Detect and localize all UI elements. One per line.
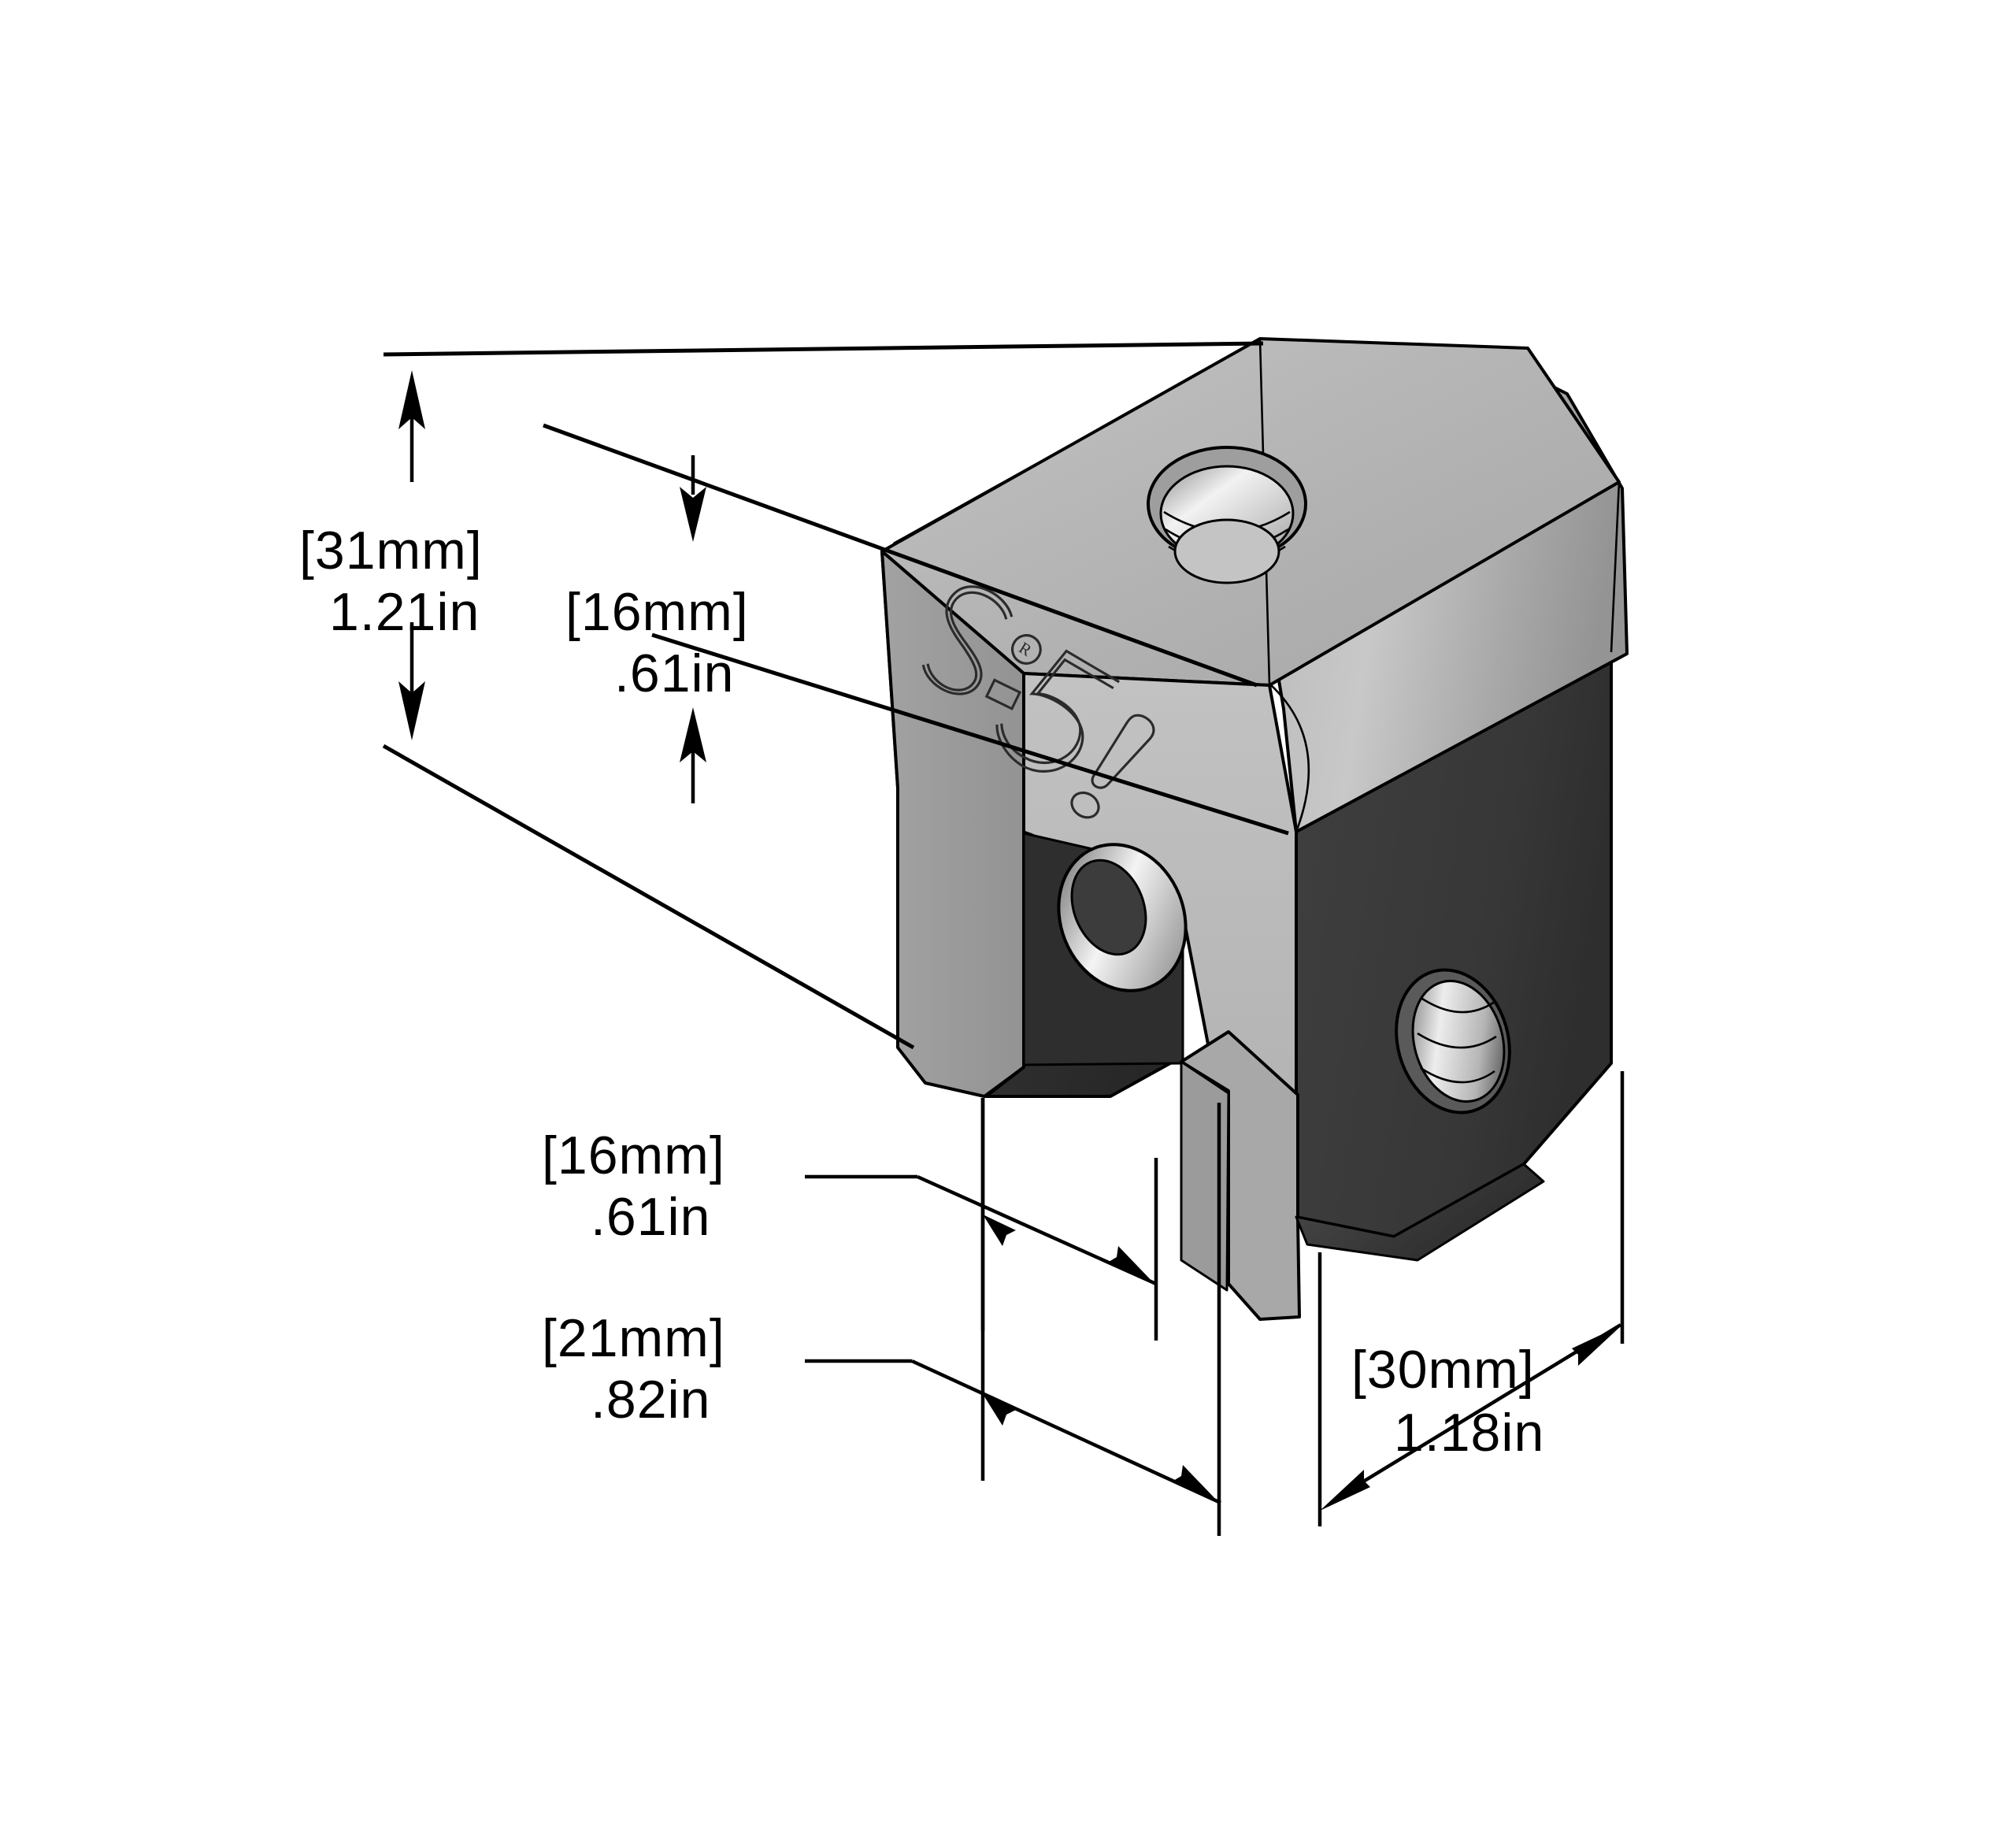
overall-width-dimension: [21mm] .82in (542, 1098, 1221, 1536)
clamp-parting-line-top (1023, 672, 1270, 687)
inner-bore (1057, 843, 1188, 992)
overall-height-dimension: [31mm] 1.21in (299, 341, 1264, 1050)
clamp-lower-jaw-inner (1180, 1060, 1230, 1292)
width-dimline (911, 1359, 1221, 1505)
width-in-label: .82in (591, 1370, 710, 1430)
top-threaded-hole (1147, 446, 1307, 584)
depth-dimline (1337, 1323, 1622, 1498)
thickness-arrow-down (680, 487, 706, 542)
thickness-upper-leader (543, 423, 1258, 688)
depth-arrow-upper-right (1572, 1325, 1622, 1366)
overall-depth-dimension: [30mm] 1.18in (1317, 1071, 1625, 1526)
clamp-3d-model: R (880, 337, 1629, 1321)
height-arrow-down (398, 681, 425, 740)
width-arrow-right (1173, 1465, 1221, 1504)
width-arrow-left (983, 1394, 1016, 1426)
width-mm-label: [21mm] (542, 1308, 725, 1368)
clamp-corner-radius-line (1269, 683, 1310, 833)
height-lower-leader (382, 744, 915, 1050)
slotwidth-dimline (917, 1174, 1157, 1286)
height-in-label: 1.21in (329, 582, 480, 642)
slotwidth-arrow-left (983, 1215, 1016, 1246)
slotwidth-in-label: .61in (591, 1187, 710, 1247)
slot-width-dimension: [16mm] .61in (542, 1098, 1158, 1341)
height-arrow-up (398, 370, 425, 429)
depth-in-label: 1.18in (1394, 1403, 1544, 1463)
thickness-arrow-up (680, 707, 706, 762)
slotwidth-mm-label: [16mm] (542, 1126, 725, 1185)
height-mm-label: [31mm] (299, 521, 483, 580)
top-plate-thickness-dimension: [16mm] .61in (543, 423, 1289, 836)
clamp-parting-line-right (1610, 481, 1621, 653)
thickness-mm-label: [16mm] (565, 582, 749, 642)
side-threaded-hole (1395, 968, 1511, 1114)
thickness-lower-leader (651, 632, 1289, 836)
s5-logo-engraving: R (921, 585, 1155, 819)
depth-mm-label: [30mm] (1351, 1340, 1535, 1400)
thickness-in-label: .61in (614, 643, 734, 703)
clamp-bottom-chamfer (1295, 1163, 1545, 1262)
slotwidth-arrow-right (1109, 1246, 1156, 1285)
depth-arrow-lower-left (1320, 1470, 1370, 1511)
height-upper-leader (383, 341, 1264, 357)
